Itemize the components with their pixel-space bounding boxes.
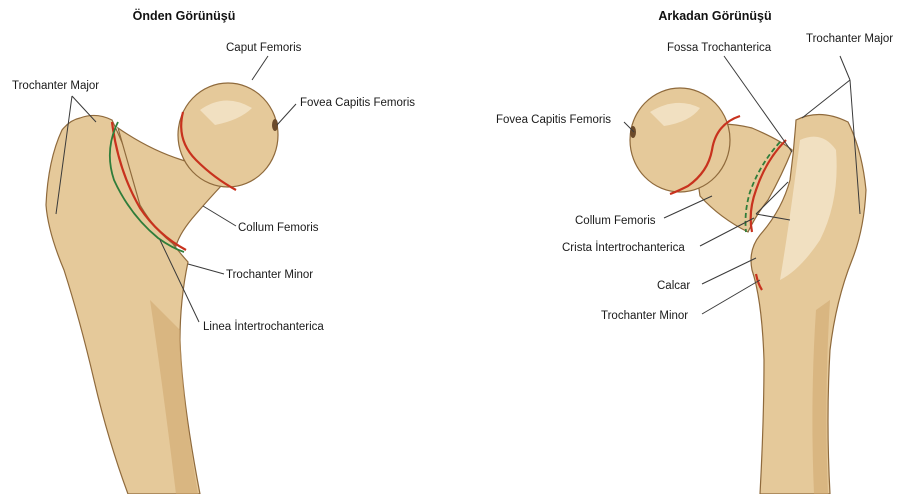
label-collum-femoris-posterior: Collum Femoris [575,215,656,227]
label-trochanter-minor-posterior: Trochanter Minor [601,310,688,322]
label-caput-femoris: Caput Femoris [226,42,302,54]
label-trochanter-major-anterior: Trochanter Major [12,80,99,92]
pointer-trochanter-minor-p [702,280,760,314]
posterior-title: Arkadan Görünüşü [658,9,771,23]
label-crista-intertrochanterica: Crista İntertrochanterica [562,241,685,254]
anterior-title: Önden Görünüşü [133,8,236,23]
anterior-femoral-head [178,83,278,187]
pointer-collum-p [664,196,712,218]
label-calcar: Calcar [657,280,690,292]
anterior-view: Önden Görünüşü Caput Femoris Fovea Capit… [12,8,415,494]
label-fovea-capitis-femoris-posterior: Fovea Capitis Femoris [496,114,611,126]
pointer-trochanter-minor-a [188,264,224,274]
posterior-fovea-mark [630,126,636,138]
pointer-fovea-a [277,104,296,125]
pointer-calcar [702,258,756,284]
label-trochanter-major-posterior: Trochanter Major [806,33,893,45]
pointer-caput [252,56,268,80]
label-trochanter-minor-anterior: Trochanter Minor [226,269,313,281]
label-collum-femoris-anterior: Collum Femoris [238,222,319,234]
label-fossa-trochanterica: Fossa Trochanterica [667,42,772,54]
label-linea-intertrochanterica: Linea İntertrochanterica [203,320,324,333]
pointer-collum-a [203,206,236,226]
posterior-view: Arkadan Görünüşü Fossa Trochanterica Tro… [496,9,893,494]
label-fovea-capitis-femoris-anterior: Fovea Capitis Femoris [300,97,415,109]
